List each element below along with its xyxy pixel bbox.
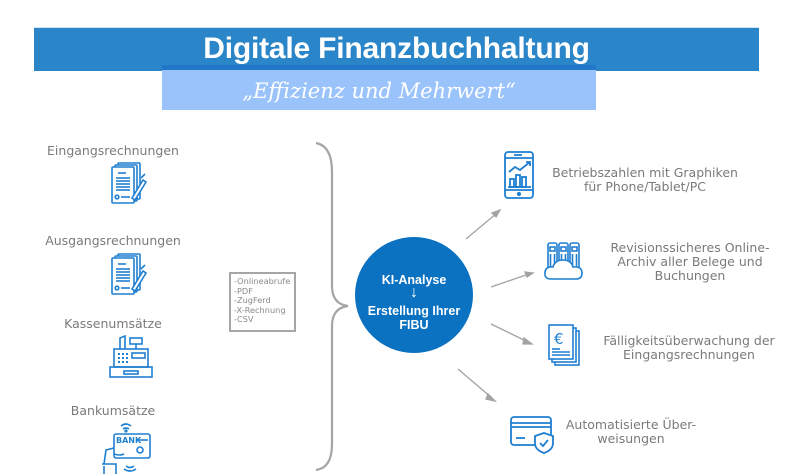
- source-label-ausgangsrechnungen: Ausgangsrechnungen: [45, 233, 181, 248]
- format-item: -X-Rechnung: [234, 304, 286, 315]
- source-label-kassenumsaetze: Kassenumsätze: [64, 316, 162, 331]
- output-label-faelligkeit: Fälligkeitsüberwachung der Eingangsrechn…: [603, 333, 775, 362]
- svg-text:€: €: [554, 330, 564, 348]
- subtitle-bar: [162, 65, 596, 110]
- cash-register-icon: [109, 335, 153, 378]
- curly-brace: [315, 141, 349, 472]
- title-bar: [34, 27, 759, 71]
- format-item: -PDF: [234, 285, 253, 296]
- center-line-1: KI-Analyse: [381, 273, 447, 287]
- output-label-ueberweisungen: Automatisierte Über- weisungen: [565, 417, 697, 446]
- source-label-eingangsrechnungen: Eingangsrechnungen: [47, 143, 179, 158]
- format-item: -ZugFerd: [234, 295, 271, 306]
- down-arrow-icon: ↓: [410, 284, 418, 301]
- center-line-2: Erstellung Ihrer: [367, 304, 461, 318]
- center-line-3: FIBU: [399, 318, 429, 332]
- format-item: -Onlineabrufe: [234, 276, 291, 286]
- format-item: -CSV: [234, 314, 254, 325]
- smartphone-chart-icon: [504, 151, 534, 199]
- output-label-betriebszahlen: Betriebszahlen mit Graphiken für Phone/T…: [552, 165, 738, 194]
- source-label-bankumsaetze: Bankumsätze: [70, 403, 156, 418]
- page-subtitle: „Effizienz und Mehrwert“: [242, 79, 516, 103]
- invoice-document-pen-icon: [111, 162, 148, 204]
- invoice-document-pen-icon: [111, 253, 148, 295]
- output-label-archiv: Revisionssicheres Online- Archiv aller B…: [610, 240, 770, 283]
- formats-box: -Onlineabrufe -PDF -ZugFerd -X-Rechnung …: [229, 272, 296, 332]
- bank-card-contactless-icon: BANK: [102, 423, 151, 474]
- svg-text:BANK: BANK: [116, 436, 142, 445]
- credit-card-shield-icon: [510, 416, 554, 454]
- ki-analyse-circle: [355, 237, 473, 353]
- cloud-archive-icon: [544, 242, 583, 280]
- page-title: Digitale Finanzbuchhaltung: [203, 32, 590, 65]
- euro-documents-icon: €: [548, 324, 580, 366]
